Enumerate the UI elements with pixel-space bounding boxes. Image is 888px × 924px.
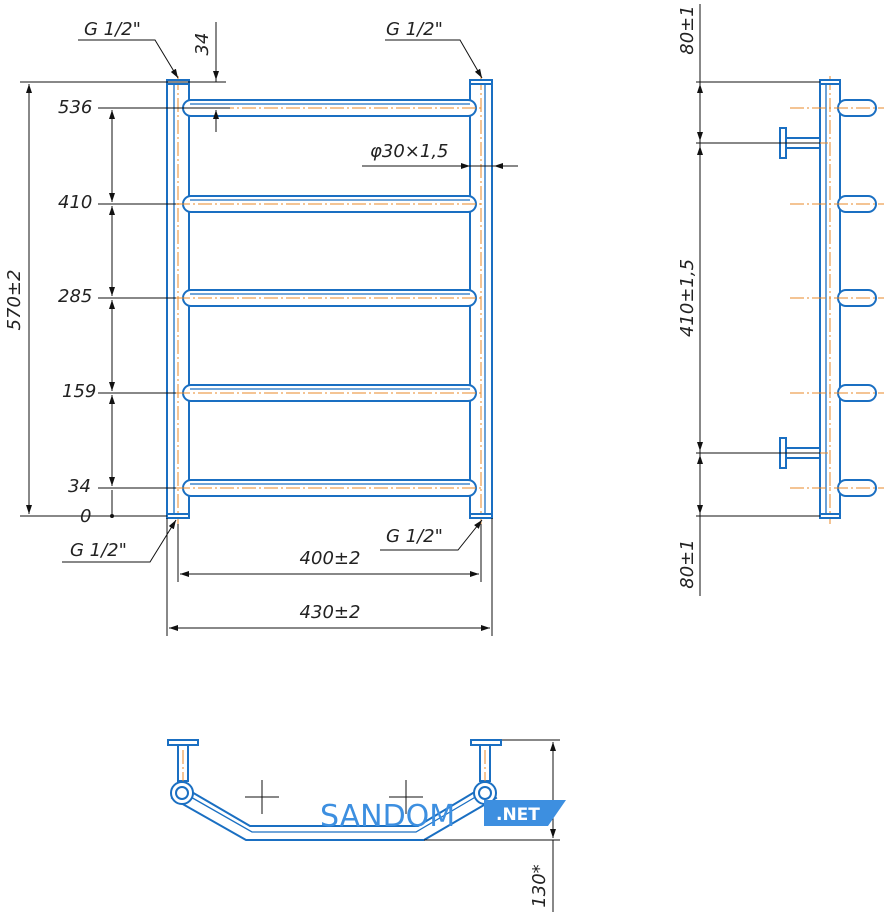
rung-stub (790, 289, 884, 307)
pipe-spec-label: φ30×1,5 (370, 141, 449, 162)
center-width-label: 400±2 (300, 548, 361, 569)
side-view: 80±1 410±1,5 80±1 (677, 4, 884, 596)
front-view: 570±2 536 410 285 159 34 0 34 G 1/2" G 1… (4, 19, 518, 636)
plan-view: 130* (167, 739, 560, 912)
depth-label: 130* (529, 864, 550, 907)
rung-stub (790, 195, 884, 213)
rung (176, 195, 484, 213)
watermark-suffix: .NET (496, 805, 540, 825)
rung-stub (790, 479, 884, 497)
plan-rail (170, 782, 498, 841)
rung (176, 384, 484, 402)
thread-label-top-left: G 1/2" (84, 19, 141, 40)
watermark: SANDOM .NET (320, 799, 566, 834)
mount-spacing-label: 410±1,5 (677, 259, 698, 337)
overall-width-label: 430±2 (300, 602, 361, 623)
rung-stub (790, 99, 884, 117)
watermark-brand: SANDOM (320, 799, 455, 834)
top-mount-offset-label: 80±1 (677, 5, 698, 54)
rung-stub (790, 384, 884, 402)
thread-label-bottom-right: G 1/2" (386, 526, 443, 547)
rung (176, 479, 484, 497)
level-label: 536 (58, 97, 92, 118)
bottom-mount-offset-label: 80±1 (677, 539, 698, 588)
level-label: 410 (58, 192, 92, 213)
thread-label-bottom-left: G 1/2" (70, 540, 127, 561)
level-label: 34 (68, 476, 91, 497)
level-label: 0 (80, 506, 91, 527)
overall-height-label: 570±2 (4, 270, 25, 331)
rung (176, 289, 484, 307)
level-label: 159 (62, 381, 96, 402)
thread-label-top-right: G 1/2" (386, 19, 443, 40)
level-label: 285 (58, 286, 92, 307)
top-offset-label: 34 (192, 33, 213, 56)
